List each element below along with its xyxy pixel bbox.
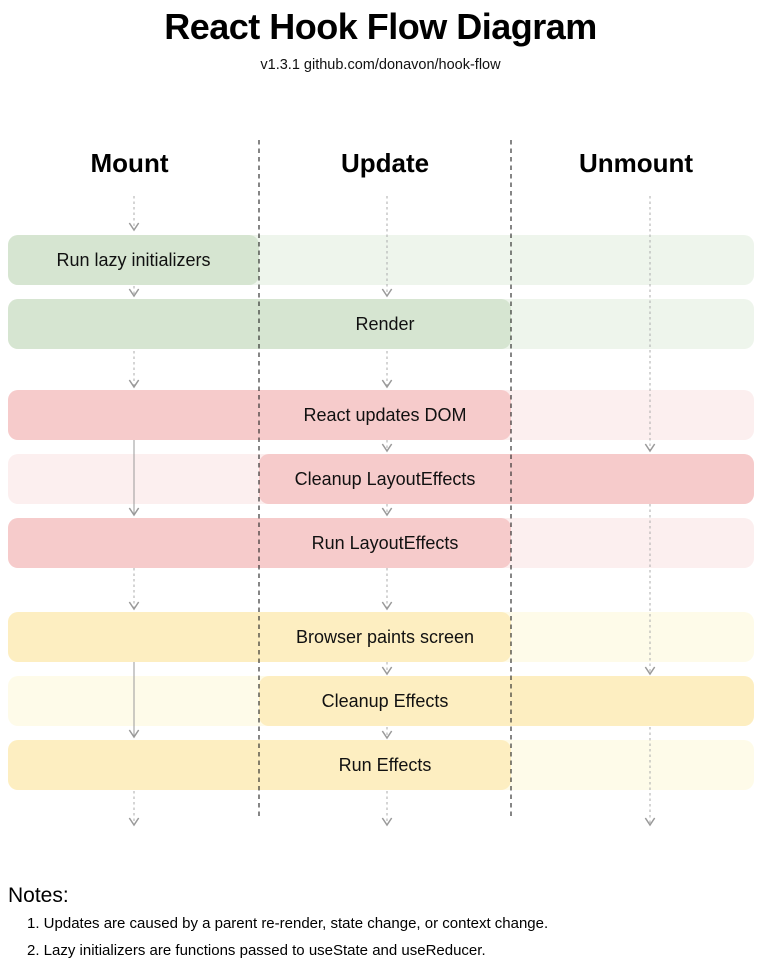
row-active-segment	[8, 235, 259, 285]
step-label: Run lazy initializers	[56, 250, 211, 270]
row-active-segment	[259, 676, 754, 726]
step-row-react-updates-dom: React updates DOM	[8, 390, 754, 440]
step-row-run-layouteffects: Run LayoutEffects	[8, 518, 754, 568]
step-row-browser-paints-screen: Browser paints screen	[8, 612, 754, 662]
step-label: Browser paints screen	[295, 627, 475, 647]
column-header-mount: Mount	[90, 148, 169, 178]
step-label: Run LayoutEffects	[311, 533, 459, 553]
step-label: Cleanup Effects	[321, 691, 449, 711]
column-header-unmount: Unmount	[578, 148, 694, 178]
step-row-run-lazy-initializers: Run lazy initializers	[8, 235, 754, 285]
page-title: React Hook Flow Diagram	[164, 6, 597, 47]
notes-heading: Notes:	[8, 884, 69, 907]
version-subtitle: v1.3.1 github.com/donavon/hook-flow	[260, 57, 501, 73]
step-label: React updates DOM	[303, 405, 467, 425]
step-row-cleanup-layouteffects: Cleanup LayoutEffects	[8, 454, 754, 504]
step-label: Render	[355, 314, 415, 334]
note-item-updates: 1. Updates are caused by a parent re-ren…	[27, 915, 549, 932]
step-label: Run Effects	[338, 755, 432, 775]
row-active-segment	[259, 454, 754, 504]
column-header-update: Update	[340, 148, 430, 178]
step-row-run-effects: Run Effects	[8, 740, 754, 790]
step-row-cleanup-effects: Cleanup Effects	[8, 676, 754, 726]
step-row-render: Render	[8, 299, 754, 349]
step-label: Cleanup LayoutEffects	[294, 469, 476, 489]
note-item-lazy-initializers: 2. Lazy initializers are functions passe…	[27, 942, 486, 959]
